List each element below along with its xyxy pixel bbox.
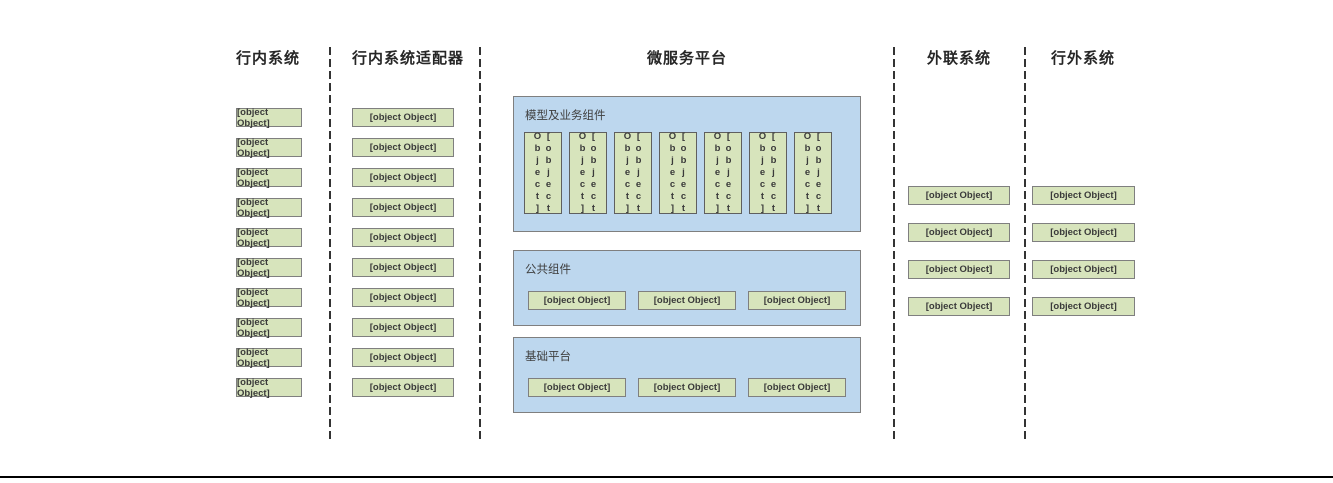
component-box: [object Object]	[638, 291, 736, 310]
component-box-vertical: [object Object]	[794, 131, 832, 215]
external-system-box: [object Object]	[1032, 223, 1135, 242]
component-box-vertical: [object Object]	[524, 131, 562, 215]
column-header-internal-adapters: 行内系统适配器	[351, 50, 464, 67]
bottom-rule	[0, 476, 1333, 478]
group-title: 基础平台	[525, 351, 571, 363]
dashed-separator	[329, 47, 331, 443]
external-systems-list: [object Object] [object Object] [object Ob…	[1032, 186, 1135, 334]
component-box: [object Object]	[748, 291, 846, 310]
component-box-vertical: [object Object]	[749, 131, 787, 215]
component-box-vertical: [object Object]	[614, 131, 652, 215]
adapter-box: [object Object]	[352, 348, 454, 367]
model-components-list: [object Object][object Object][object Ob…	[514, 131, 860, 215]
adapter-box: [object Object]	[352, 288, 454, 307]
outlink-system-box: [object Object]	[908, 186, 1010, 205]
component-box-vertical: [object Object]	[659, 131, 697, 215]
internal-system-box: [object Object]	[236, 377, 302, 399]
internal-system-box: [object Object]	[236, 227, 302, 249]
external-system-box: [object Object]	[1032, 297, 1135, 316]
internal-system-box: [object Object]	[236, 197, 302, 219]
component-box: [object Object]	[528, 378, 626, 397]
component-box: [object Object]	[528, 291, 626, 310]
group-model-business-components: 模型及业务组件 [object Object][object Object][o…	[513, 96, 861, 232]
group-title: 公共组件	[525, 264, 571, 276]
component-box: [object Object]	[748, 378, 846, 397]
adapter-box: [object Object]	[352, 198, 454, 217]
column-header-external-systems: 行外系统	[1050, 50, 1115, 67]
adapter-box: [object Object]	[352, 318, 454, 337]
adapter-box: [object Object]	[352, 108, 454, 127]
internal-system-box: [object Object]	[236, 317, 302, 339]
dashed-separator	[1024, 47, 1026, 443]
dashed-separator	[479, 47, 481, 443]
outlink-systems-list: [object Object] [object Object] [object Ob…	[908, 186, 1010, 334]
adapter-box: [object Object]	[352, 258, 454, 277]
external-system-box: [object Object]	[1032, 260, 1135, 279]
internal-system-box: [object Object]	[236, 137, 302, 159]
internal-systems-list: [object Object] [object Object] [object Ob…	[236, 107, 302, 408]
outlink-system-box: [object Object]	[908, 223, 1010, 242]
outlink-system-box: [object Object]	[908, 260, 1010, 279]
group-title: 模型及业务组件	[525, 110, 606, 122]
component-box-vertical: [object Object]	[704, 131, 742, 215]
external-system-box: [object Object]	[1032, 186, 1135, 205]
component-box: [object Object]	[638, 378, 736, 397]
common-components-list: [object Object] [object Object] [object Ob…	[514, 291, 860, 310]
adapter-box: [object Object]	[352, 138, 454, 157]
outlink-system-box: [object Object]	[908, 297, 1010, 316]
group-base-platform: 基础平台 [object Object][object Object][obje…	[513, 337, 861, 413]
group-common-components: 公共组件 [object Object][object Object][obje…	[513, 250, 861, 326]
internal-system-box: [object Object]	[236, 347, 302, 369]
internal-system-box: [object Object]	[236, 167, 302, 189]
internal-system-box: [object Object]	[236, 107, 302, 129]
column-header-outlink-systems: 外联系统	[926, 50, 991, 67]
adapter-box: [object Object]	[352, 168, 454, 187]
column-header-internal-systems: 行内系统	[235, 50, 300, 67]
adapter-box: [object Object]	[352, 228, 454, 247]
internal-adapters-list: [object Object] [object Object] [object Ob…	[352, 108, 454, 408]
column-header-microservice-platform: 微服务平台	[646, 50, 727, 67]
adapter-box: [object Object]	[352, 378, 454, 397]
internal-system-box: [object Object]	[236, 287, 302, 309]
internal-system-box: [object Object]	[236, 257, 302, 279]
base-platform-list: [object Object] [object Object] [object Ob…	[514, 378, 860, 397]
component-box-vertical: [object Object]	[569, 131, 607, 215]
dashed-separator	[893, 47, 895, 443]
